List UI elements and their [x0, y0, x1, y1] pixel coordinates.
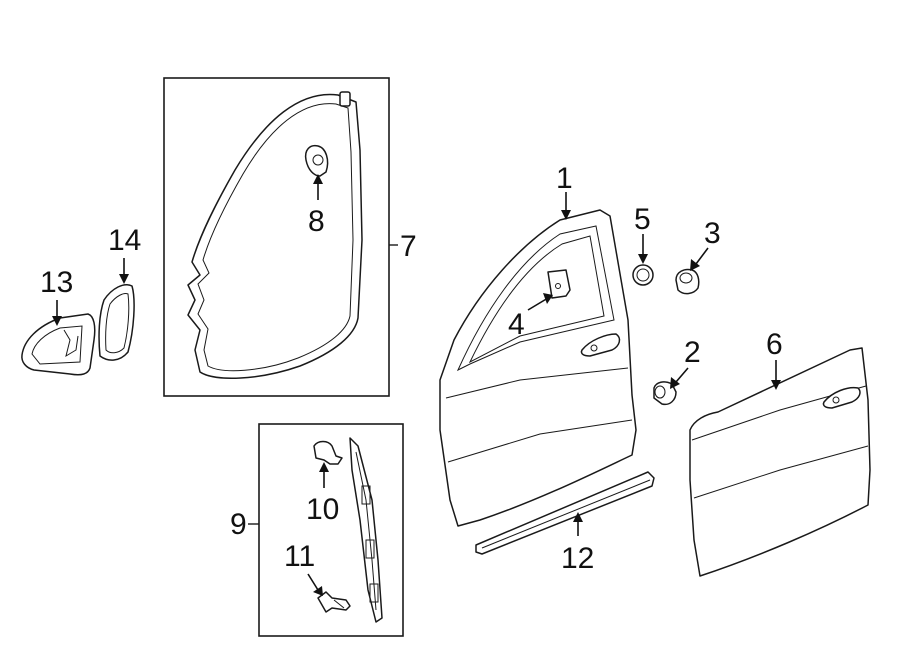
callout-9: 9	[230, 508, 247, 541]
arrow-2	[675, 367, 689, 383]
door-molding-strip	[349, 437, 383, 623]
callout-1: 1	[556, 162, 573, 195]
door-window-frame-inner	[468, 235, 605, 364]
callout-13: 13	[40, 266, 73, 299]
molding-group	[248, 423, 404, 637]
callout-3: 3	[704, 217, 721, 250]
door-handle	[580, 333, 621, 357]
arrowhead-12	[573, 512, 583, 522]
callout-7: 7	[400, 230, 417, 263]
lower-molding	[475, 471, 655, 555]
arrowhead-2	[670, 377, 680, 389]
grommet-inner	[636, 268, 650, 282]
grommet-outer	[632, 264, 654, 286]
arrowhead-6	[771, 380, 781, 390]
mirror-housing-detail	[63, 329, 79, 358]
arrowhead-14	[119, 274, 129, 284]
door-shell-outline	[439, 209, 637, 527]
mirror-glass	[98, 284, 135, 361]
weatherstrip-clip	[339, 91, 351, 107]
callout-14: 14	[108, 224, 141, 257]
callout-11: 11	[284, 540, 315, 573]
grommet	[632, 264, 654, 286]
front-door-shell	[439, 209, 637, 527]
fastener-head	[312, 154, 324, 166]
callout-5: 5	[634, 203, 651, 236]
molding-tab-3	[369, 583, 379, 603]
plug-cap	[679, 272, 693, 284]
door-weatherstrip-inner	[197, 103, 354, 372]
arrowhead-3	[690, 259, 700, 271]
mirror-housing-body	[21, 313, 96, 376]
arrow-3	[695, 247, 709, 265]
mirror-glass-inner	[105, 293, 130, 354]
bumper-cap	[654, 385, 666, 399]
arrowhead-8	[313, 174, 323, 184]
molding-tab-2	[365, 539, 375, 559]
mirror-housing	[21, 313, 96, 376]
molding-strip-ridge	[355, 451, 377, 611]
door-skin-handle-key	[832, 396, 840, 404]
door-character-line	[447, 419, 633, 463]
callout-4: 4	[508, 308, 525, 341]
group-box-9	[258, 423, 404, 637]
door-window-frame	[456, 225, 615, 372]
mirror-housing-inner	[31, 325, 83, 365]
callout-8: 8	[308, 205, 325, 238]
group-box-7	[163, 77, 390, 397]
callout-6: 6	[766, 328, 783, 361]
weatherstrip-fastener	[304, 144, 329, 177]
molding-clip	[313, 440, 343, 465]
molding-tab-1	[361, 485, 371, 505]
lower-molding-edge	[481, 479, 651, 549]
arrowhead-4	[543, 293, 553, 304]
callout-2: 2	[684, 336, 701, 369]
arrow-11	[307, 573, 319, 591]
plug-body	[675, 268, 700, 295]
leader-arrows	[52, 174, 781, 596]
lower-molding-body	[475, 471, 655, 555]
callout-labels: 1 2 3 4 5 6 7 8 9 10 11 12 13 14	[40, 162, 783, 575]
screw-thread	[333, 599, 345, 609]
door-skin-character-line	[693, 445, 869, 499]
door-skin-handle	[822, 386, 861, 409]
door-weatherstrip	[187, 93, 363, 379]
door-handle-key	[590, 344, 598, 352]
bracket-hole	[555, 283, 561, 289]
arrow-4	[527, 297, 549, 311]
weatherstrip-group	[163, 77, 398, 397]
arrowhead-13	[52, 316, 62, 326]
door-belt-line	[445, 367, 629, 399]
door-skin-outline	[689, 347, 871, 577]
mirror-glass-body	[98, 284, 135, 361]
arrowhead-1	[561, 210, 571, 220]
arrowhead-10	[319, 462, 329, 472]
outer-door-skin	[689, 347, 871, 577]
arrowhead-11	[313, 586, 323, 596]
arrowhead-5	[638, 254, 648, 264]
callout-10: 10	[306, 493, 339, 526]
plug	[675, 268, 700, 295]
callout-12: 12	[561, 542, 594, 575]
